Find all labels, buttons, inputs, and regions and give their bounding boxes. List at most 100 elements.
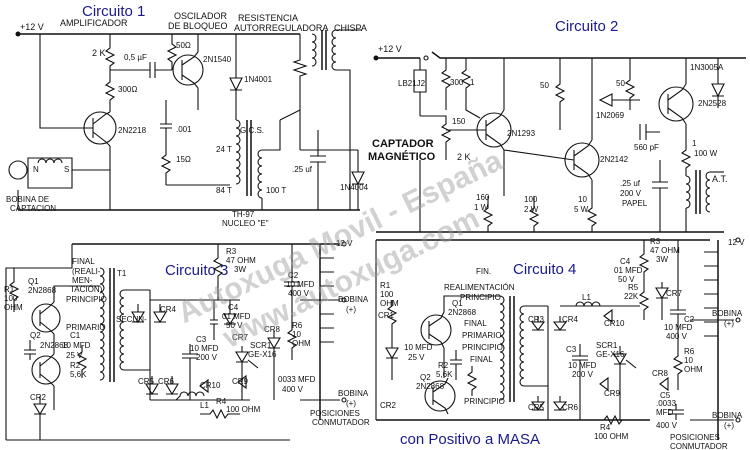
svg-text:5 W: 5 W — [574, 205, 589, 214]
svg-text:1N2069: 1N2069 — [596, 111, 625, 120]
svg-text:OHM: OHM — [684, 365, 703, 374]
svg-text:AUTORREGULADORA: AUTORREGULADORA — [234, 23, 328, 33]
circuit-2-labels: +12 V CAPTADOR MAGNÉTICO LB21J2 300 1 50… — [368, 44, 728, 214]
svg-text:OHM: OHM — [4, 303, 23, 312]
svg-text:C3: C3 — [566, 345, 577, 354]
svg-text:.0033: .0033 — [656, 399, 677, 408]
circuit-4-wiring — [375, 237, 741, 440]
svg-text:5,6K: 5,6K — [436, 370, 453, 379]
svg-text:R5: R5 — [628, 283, 639, 292]
svg-text:FINAL: FINAL — [470, 355, 493, 364]
svg-text:CR4: CR4 — [160, 305, 177, 314]
svg-text:+12 V: +12 V — [378, 44, 402, 54]
svg-text:2N2218: 2N2218 — [118, 126, 147, 135]
circuit-3-labels: 12 V FINAL (REALI- MEN- TACIÓN) PRINCIPI… — [4, 239, 370, 427]
svg-text:50: 50 — [616, 79, 625, 88]
svg-text:BOBINA: BOBINA — [338, 295, 369, 304]
svg-text:FINAL: FINAL — [464, 319, 487, 328]
svg-text:12 V: 12 V — [728, 238, 745, 247]
svg-text:NUCLEO "E": NUCLEO "E" — [222, 219, 269, 228]
circuit-4: Circuito 4 — [375, 237, 745, 450]
svg-text:MAGNÉTICO: MAGNÉTICO — [368, 150, 436, 163]
svg-text:100: 100 — [524, 195, 538, 204]
svg-text:R2: R2 — [438, 361, 449, 370]
circuit-3: Circuito 3 — [4, 239, 370, 441]
svg-text:2 K: 2 K — [457, 152, 471, 162]
svg-text:2N1293: 2N1293 — [507, 129, 536, 138]
svg-text:GE-X16: GE-X16 — [596, 350, 625, 359]
svg-text:Q2: Q2 — [30, 331, 41, 340]
svg-text:2 W: 2 W — [524, 205, 539, 214]
svg-text:400 V: 400 V — [282, 385, 304, 394]
svg-text:2N1540: 2N1540 — [203, 55, 232, 64]
svg-text:OHM: OHM — [380, 299, 399, 308]
svg-text:560 pF: 560 pF — [634, 143, 659, 152]
svg-text:R6: R6 — [684, 347, 695, 356]
svg-text:OHM: OHM — [292, 339, 311, 348]
svg-text:CR1: CR1 — [378, 311, 395, 320]
svg-text:FINAL: FINAL — [72, 257, 95, 266]
svg-text:200 V: 200 V — [620, 189, 642, 198]
svg-text:CR2: CR2 — [380, 401, 397, 410]
svg-text:TACIÓN): TACIÓN) — [70, 285, 103, 294]
svg-text:PRINCIPIO: PRINCIPIO — [460, 293, 501, 302]
circuit-2-title: Circuito 2 — [555, 18, 618, 35]
svg-text:OSCILADOR: OSCILADOR — [174, 11, 228, 21]
svg-text:50: 50 — [540, 81, 549, 90]
svg-text:L1: L1 — [200, 401, 209, 410]
svg-text:1: 1 — [692, 139, 697, 148]
svg-text:R1: R1 — [380, 281, 391, 290]
svg-text:10 MFD: 10 MFD — [286, 280, 315, 289]
svg-text:01 MFD: 01 MFD — [222, 312, 251, 321]
svg-text:Q1: Q1 — [28, 277, 39, 286]
svg-text:T1: T1 — [117, 269, 127, 278]
svg-text:CR6: CR6 — [158, 377, 175, 386]
svg-text:10 MFD: 10 MFD — [404, 343, 433, 352]
svg-text:PRIMARIO: PRIMARIO — [66, 323, 106, 332]
svg-text:2N2868: 2N2868 — [416, 382, 445, 391]
svg-text:CR6: CR6 — [562, 403, 579, 412]
svg-text:L1: L1 — [582, 293, 591, 302]
svg-text:TH-97: TH-97 — [232, 210, 255, 219]
svg-text:400 V: 400 V — [656, 421, 678, 430]
svg-text:CONMUTADOR: CONMUTADOR — [312, 418, 370, 427]
svg-text:PRINCIPIO: PRINCIPIO — [464, 397, 505, 406]
svg-text:2N2868: 2N2868 — [28, 286, 57, 295]
svg-text:3W: 3W — [656, 255, 668, 264]
svg-text:LB21J2: LB21J2 — [398, 79, 426, 88]
svg-text:R2: R2 — [70, 361, 81, 370]
svg-text:1: 1 — [470, 78, 475, 87]
svg-text:GE-X16: GE-X16 — [248, 350, 277, 359]
svg-text:POSICIONES: POSICIONES — [670, 433, 720, 442]
svg-text:15Ω: 15Ω — [176, 155, 191, 164]
circuit-4-title: Circuito 4 — [513, 261, 576, 278]
svg-text:C2: C2 — [288, 271, 299, 280]
circuit-3-wiring — [5, 241, 347, 441]
svg-text:47 OHM: 47 OHM — [226, 256, 256, 265]
svg-text:10: 10 — [684, 356, 693, 365]
svg-text:24 T: 24 T — [216, 145, 232, 154]
svg-text:50 V: 50 V — [618, 275, 635, 284]
svg-text:G.C.S.: G.C.S. — [240, 126, 264, 135]
svg-text:C5: C5 — [660, 391, 671, 400]
svg-text:2 K: 2 K — [92, 48, 106, 58]
svg-text:CHISPA: CHISPA — [334, 23, 367, 33]
svg-text:SECUN-: SECUN- — [116, 315, 147, 324]
svg-text:CR8: CR8 — [264, 325, 281, 334]
svg-text:01 MFD: 01 MFD — [614, 266, 643, 275]
svg-text:150: 150 — [452, 117, 466, 126]
svg-text:CR2: CR2 — [30, 393, 47, 402]
svg-text:10 MFD: 10 MFD — [190, 344, 219, 353]
footer-caption: con Positivo a MASA — [400, 431, 540, 448]
svg-text:FIN.: FIN. — [476, 267, 491, 276]
svg-text:C1: C1 — [70, 331, 81, 340]
circuit-1-labels: +12 V AMPLIFICADOR OSCILADOR DE BLOQUEO … — [6, 11, 369, 228]
svg-text:CR8: CR8 — [652, 369, 669, 378]
circuit-1-title: Circuito 1 — [82, 3, 145, 20]
svg-text:DE BLOQUEO: DE BLOQUEO — [168, 21, 228, 31]
svg-text:10: 10 — [578, 195, 587, 204]
svg-text:CR10: CR10 — [200, 381, 221, 390]
svg-text:Q1: Q1 — [452, 299, 463, 308]
svg-text:50 V: 50 V — [226, 321, 243, 330]
